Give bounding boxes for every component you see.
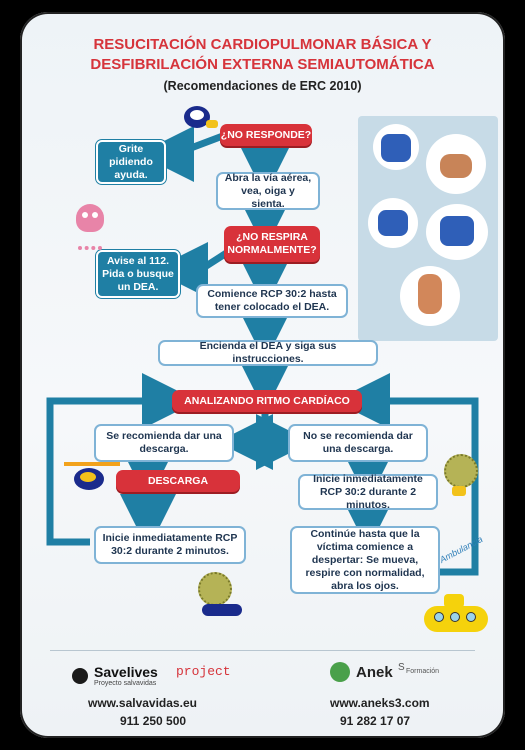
footer-divider [50,650,475,651]
anek-url[interactable]: www.aneks3.com [330,696,430,710]
photo-circle-3 [368,198,418,248]
photo-circle-5 [400,266,460,326]
grite-box: Grite pidiendo ayuda. [96,140,166,184]
title-line-2: DESFIBRILACIÓN EXTERNA SEMIAUTOMÁTICA [90,56,435,73]
photo-panel [358,116,498,341]
avise-box: Avise al 112. Pida o busque un DEA. [96,250,180,298]
anek-logo: Anek S Formación [330,660,450,690]
no-se-recomienda-box: No se recomienda dar una descarga. [288,424,428,462]
analizando-box: ANALIZANDO RITMO CARDÍACO [172,390,362,412]
flow-connectors [46,126,479,576]
anek-brand: Anek [356,664,393,681]
savelives-sub: Proyecto salvavidas [94,680,157,687]
se-recomienda-box: Se recomienda dar una descarga. [94,424,234,462]
submarine-icon [420,582,496,638]
savelives-url[interactable]: www.salvavidas.eu [88,696,197,710]
diver-cartoon-icon [176,100,220,134]
photo-circle-1 [373,124,419,170]
abra-box: Abra la vía aérea, vea, oiga y sienta. [216,172,320,210]
anek-sub: Formación [406,668,440,675]
inicie-left-box: Inicie inmediatamente RCP 30:2 durante 2… [94,526,246,564]
no-responde-box: ¿NO RESPONDE? [220,124,312,146]
pufferfish-cartoon-icon [438,448,482,500]
continue-box: Continúe hasta que la víctima comience a… [290,526,440,594]
savelives-logo: Savelives project Proyecto salvavidas [72,664,242,690]
squid-cartoon-icon [70,204,110,250]
anek-mark-icon [330,662,350,682]
subtitle: (Recomendaciones de ERC 2010) [163,79,362,93]
comience-box: Comience RCP 30:2 hasta tener colocado e… [196,284,348,318]
no-respira-box: ¿NO RESPIRA NORMALMENTE? [224,226,320,262]
savelives-brand: Savelives [94,664,158,680]
infographic-card: RESUCITACIÓN CARDIOPULMONAR BÁSICA Y DES… [20,12,505,738]
photo-circle-2 [426,134,486,194]
savelives-mark-icon [72,668,88,684]
title-line-1: RESUCITACIÓN CARDIOPULMONAR BÁSICA Y [93,36,432,53]
anek-sup: S [398,662,405,673]
pufferfish-diver-cartoon-icon [192,568,248,624]
anek-phone: 91 282 17 07 [340,714,411,728]
diver-shock-cartoon-icon [64,458,120,498]
photo-circle-4 [426,204,488,260]
savelives-project: project [176,664,231,679]
savelives-phone: 911 250 500 [120,714,187,728]
encienda-box: Encienda el DEA y siga sus instrucciones… [158,340,378,366]
inicie-right-box: Inicie inmediatamente RCP 30:2 durante 2… [298,473,438,511]
descarga-box: DESCARGA [116,470,240,492]
